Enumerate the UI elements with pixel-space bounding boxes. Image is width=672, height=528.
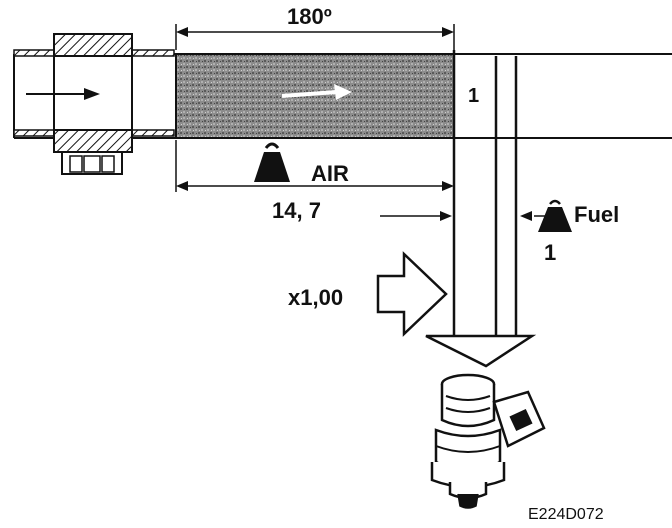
- angle-dimension-line: [175, 24, 455, 50]
- air-charge-block: [175, 53, 455, 139]
- figure-code: E224D072: [528, 506, 604, 523]
- airflow-arrow-icon: [26, 88, 100, 100]
- weight-icon: [254, 142, 290, 182]
- flow-channels: [452, 50, 518, 336]
- air-label: AIR: [311, 161, 349, 186]
- air-dimension-line: [175, 140, 454, 192]
- fuel-injector-icon: [430, 373, 546, 509]
- chamber-index-label: 1: [468, 85, 480, 107]
- fuel-ratio-label: 1: [544, 240, 557, 265]
- sensor-connector-icon: [53, 33, 133, 175]
- ratio-pointer-arrows: [380, 211, 546, 221]
- air-ratio-label: 14, 7: [272, 198, 321, 223]
- factor-arrow-icon: [376, 251, 448, 337]
- angle-label: 180º: [287, 4, 332, 29]
- weight-icon: [538, 199, 572, 232]
- down-arrow-icon: [425, 334, 537, 368]
- factor-label: x1,00: [288, 285, 344, 310]
- fuel-label: Fuel: [574, 202, 620, 227]
